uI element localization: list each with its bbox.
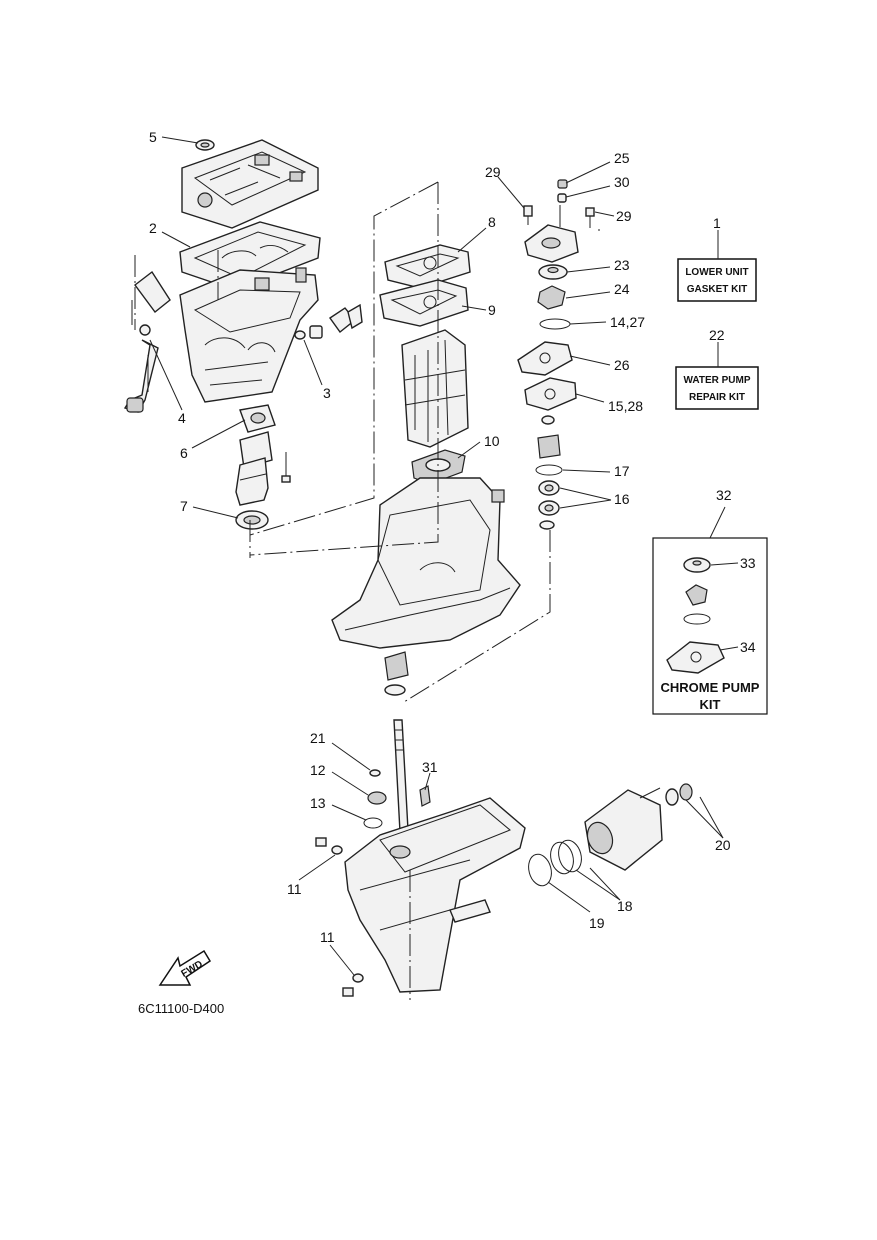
pump-housing — [524, 224, 579, 263]
label-30: 30 — [614, 174, 630, 190]
fwd-label: FWD — [180, 959, 205, 980]
label-31: 31 — [422, 759, 438, 775]
impeller-24 — [537, 285, 566, 310]
tube-housing — [235, 457, 269, 506]
washer-21 — [369, 769, 381, 777]
sleeve-30 — [557, 193, 567, 203]
label-4: 4 — [178, 410, 186, 426]
upper-casing — [179, 267, 319, 403]
label-17: 17 — [614, 463, 630, 479]
label-2: 2 — [149, 220, 157, 236]
gasket-2 — [179, 221, 321, 291]
label-20: 20 — [715, 837, 731, 853]
oring-13 — [363, 817, 383, 829]
oring-19 — [528, 853, 552, 887]
upper-plate — [181, 139, 319, 229]
label-14-27: 14,27 — [610, 314, 645, 330]
plug-3 — [294, 303, 363, 340]
kit-22-line1: WATER PUMP — [683, 375, 750, 386]
label-23: 23 — [614, 257, 630, 273]
plate-6 — [239, 404, 276, 469]
label-11b: 11 — [320, 929, 335, 945]
seal-5 — [195, 139, 215, 151]
label-10: 10 — [484, 433, 500, 449]
kit-32-line2: KIT — [700, 697, 721, 712]
gasket-9 — [379, 279, 469, 327]
bearing-12 — [367, 791, 387, 805]
drive-shaft — [393, 719, 409, 833]
label-29a: 29 — [485, 164, 501, 180]
label-29b: 29 — [616, 208, 632, 224]
label-8: 8 — [488, 214, 496, 230]
screw-11b — [342, 973, 364, 997]
seals-16 — [538, 480, 560, 516]
label-21: 21 — [310, 730, 326, 746]
bolts-6 — [281, 452, 291, 483]
gearcase — [344, 797, 526, 993]
label-3: 3 — [323, 385, 331, 401]
label-25: 25 — [614, 150, 630, 166]
kit-box-22: WATER PUMP REPAIR KIT — [675, 366, 759, 410]
centerlines — [134, 181, 600, 1000]
oring-14-27 — [539, 318, 571, 330]
grommet-25 — [557, 179, 568, 189]
label-24: 24 — [614, 281, 630, 297]
label-33: 33 — [740, 555, 756, 571]
kit-box-32: CHROME PUMP KIT — [652, 537, 768, 715]
label-5: 5 — [149, 129, 157, 145]
label-6: 6 — [180, 445, 188, 461]
screw-11a — [315, 837, 343, 855]
washer-lower — [539, 520, 555, 530]
bracket-4 — [123, 270, 171, 413]
bushing-parts — [537, 415, 561, 459]
insert-23 — [538, 264, 568, 280]
label-7: 7 — [180, 498, 188, 514]
label-18: 18 — [617, 898, 633, 914]
label-19: 19 — [589, 915, 605, 931]
fwd-arrow: FWD — [158, 949, 212, 986]
bolt-29b — [585, 207, 595, 228]
seal-7 — [235, 510, 269, 530]
drive-housing — [401, 329, 469, 448]
leader-lines — [149, 136, 739, 976]
kit-32-line1: CHROME PUMP — [661, 680, 760, 695]
bolt-29a — [523, 205, 533, 225]
label-26: 26 — [614, 357, 630, 373]
kit-1-line2: GASKET KIT — [687, 284, 748, 295]
label-11a: 11 — [287, 881, 302, 897]
kit-box-1: LOWER UNIT GASKET KIT — [677, 258, 757, 302]
impeller-lower — [384, 651, 409, 696]
plate-26 — [517, 341, 573, 376]
label-16: 16 — [614, 491, 630, 507]
prop-shaft-housing — [584, 787, 663, 871]
kit-1-line1: LOWER UNIT — [685, 267, 748, 278]
label-9: 9 — [488, 302, 496, 318]
label-1: 1 — [713, 215, 721, 231]
label-15-28: 15,28 — [608, 398, 643, 414]
label-22: 22 — [709, 327, 725, 343]
gasket-15-28 — [524, 377, 577, 411]
orings-18 — [550, 839, 582, 875]
label-13: 13 — [310, 795, 326, 811]
lower-casing — [331, 477, 521, 649]
label-32: 32 — [716, 487, 732, 503]
part-labels: 5 2 3 4 6 7 8 9 10 21 12 13 31 11 11 19 … — [149, 129, 756, 945]
drawing-code: 6C11100-D400 — [138, 1001, 224, 1016]
gasket-8 — [384, 244, 471, 289]
label-34: 34 — [740, 639, 756, 655]
oring-17 — [535, 464, 563, 476]
kit-22-line2: REPAIR KIT — [689, 392, 745, 403]
label-12: 12 — [310, 762, 326, 778]
